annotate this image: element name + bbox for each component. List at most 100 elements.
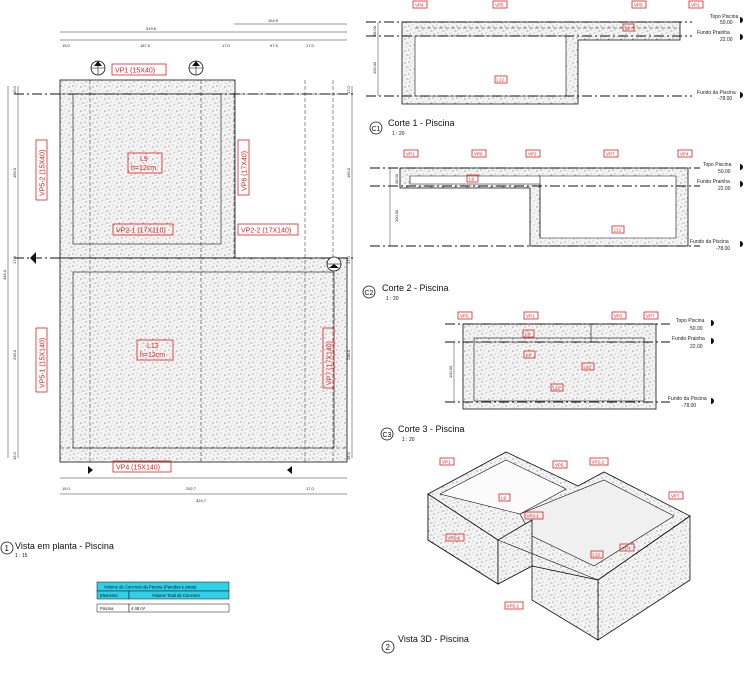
dim-top-e: 17.0	[306, 43, 315, 48]
v3d-marker: 2	[386, 643, 391, 652]
c1-label-l12: L12	[497, 78, 505, 83]
plan-view: 319.6 154.9 15.0 187.0 17.0 97.9 17.0	[0, 18, 356, 559]
dim-right-d: 238.0	[346, 349, 351, 360]
table-col1: Elemento	[100, 593, 118, 598]
label-l9: L9	[140, 156, 148, 163]
dim-top-d: 97.9	[270, 43, 279, 48]
c1-label-vp4: VP4	[415, 3, 424, 8]
label-l9-h: h=12cm	[131, 165, 156, 172]
c3-scale: 1 : 20	[402, 437, 415, 443]
c1-level-topo-v: 50.00	[720, 20, 733, 26]
c2-dim-b: 100.00	[394, 209, 399, 222]
v3d-label-vp2-1: VP2-1	[527, 514, 540, 519]
corte-1: 28.00 100.00 VP4 VP5 VP5 VP1 L9 L12 Topo…	[366, 0, 743, 137]
label-vp7: VP7 (17X140)	[327, 341, 334, 385]
label-vp4: VP4 (15X140)	[116, 465, 160, 472]
plan-title: Vista em planta - Piscina	[15, 541, 114, 551]
view-3d: VP1 VP6 VP2-2 VP7 VP5-2 VP5-1 L9 VP2-1 L…	[381, 451, 691, 654]
c3-label-l12b: L12	[553, 386, 561, 391]
dim-right-e: 15.0	[346, 451, 351, 460]
v3d-label-vp5-2: VP5-2	[448, 536, 461, 541]
plan-upper-slab	[59, 79, 236, 259]
c1-label-vp1: VP1	[691, 3, 700, 8]
c1-label-vp5: VP5	[495, 3, 504, 8]
table-row-value: 4.48 m³	[131, 606, 146, 611]
dim-bottom-c: 17.0	[306, 486, 315, 491]
c1-level-fundo: Fundo da Piscina	[697, 90, 736, 96]
c3-label-l9: L9	[525, 332, 531, 337]
c3-marker: C3	[383, 432, 392, 439]
v3d-label-vp6: VP6	[555, 463, 564, 468]
c1-dim-a: 28.00	[372, 25, 377, 36]
c1-level-prainha: Fundo Prainha	[697, 30, 730, 36]
c3-level-fundo-v: -78.00	[682, 403, 696, 409]
v3d-label-vp2-2: VP2-2	[592, 460, 605, 465]
c2-label-l9: L9	[469, 177, 475, 182]
label-vp2-1: VP2-1 (17X110)	[116, 228, 166, 235]
section-marker-top-right	[188, 60, 204, 76]
v3d-label-l12: L12	[593, 553, 601, 558]
concrete-table: Volume de Concreto da Piscina (Paredes e…	[96, 581, 230, 613]
c2-level-prainha: Fundo Prainha	[697, 179, 730, 185]
dim-left-d: 238.0	[12, 349, 17, 360]
c1-label-vp5b: VP5	[634, 3, 643, 8]
v3d-label-vp4: VP4	[622, 546, 631, 551]
c3-label-vp1: VP1	[526, 314, 535, 319]
c2-title: Corte 2 - Piscina	[382, 283, 449, 293]
label-vp6: VP6 (17X40)	[242, 151, 249, 191]
dim-right-a: 17.0	[346, 85, 351, 94]
corte-3: 100.00 VP5 VP1 VP2 VP7 L9 L9 L12 L12 Top…	[380, 311, 714, 443]
c2-label-vp2: VP2	[528, 152, 537, 157]
c1-marker: C1	[372, 126, 381, 133]
c3-dim-a: 100.00	[448, 365, 453, 378]
label-vp1: VP1 (15X40)	[115, 68, 155, 75]
c1-title: Corte 1 - Piscina	[388, 118, 455, 128]
dim-bottom-b: 292.7	[186, 486, 197, 491]
dim-left-total: 445.0	[2, 269, 7, 280]
c3-label-vp7: VP7	[646, 314, 655, 319]
dim-left-e: 15.0	[12, 451, 17, 460]
c2-level-topo-v: 50.00	[718, 169, 731, 175]
c3-level-topo-v: 50.00	[690, 326, 703, 332]
section-marker-top-left	[90, 60, 106, 76]
c1-level-topo: Topo Piscina	[710, 14, 739, 20]
c2-label-vp1: VP1	[406, 152, 415, 157]
c2-label-vp7: VP7	[606, 152, 615, 157]
v3d-label-vp1: VP1	[442, 460, 451, 465]
plan-scale: 1 : 15	[15, 553, 28, 559]
c2-dim-a: 28.00	[394, 173, 399, 184]
c3-level-prainha: Fundo Prainha	[672, 336, 705, 342]
c3-label-l9b: L9	[526, 353, 532, 358]
dim-left-c: 17.0	[12, 255, 17, 264]
v3d-label-vp5-1: VP5-1	[507, 604, 520, 609]
v3d-title: Vista 3D - Piscina	[398, 634, 469, 644]
c3-label-vp5: VP5	[460, 314, 469, 319]
dim-left-b: 160.0	[12, 167, 17, 178]
dim-top-right: 154.9	[268, 18, 279, 23]
c2-label-l12: L12	[614, 228, 622, 233]
c3-level-fundo: Fundo da Piscina	[668, 396, 707, 402]
c1-level-fundo-v: -78.00	[718, 96, 732, 102]
dim-top-b: 187.0	[140, 43, 151, 48]
c2-label-vp6: VP6	[474, 152, 483, 157]
c1-scale: 1 : 20	[392, 131, 405, 137]
c1-dim-b: 100.00	[372, 61, 377, 74]
c2-scale: 1 : 20	[386, 296, 399, 302]
c2-marker: C2	[365, 290, 374, 297]
c3-title: Corte 3 - Piscina	[398, 424, 465, 434]
dim-top-a: 15.0	[62, 43, 71, 48]
dim-right-b: 160.0	[346, 167, 351, 178]
c3-level-topo: Topo Piscina	[676, 318, 705, 324]
label-l12: L12	[147, 343, 159, 350]
plan-lower-slab	[59, 257, 348, 463]
table-title: Volume de Concreto da Piscina (Paredes e…	[104, 585, 197, 590]
dim-bottom-a: 15.0	[62, 486, 71, 491]
c2-level-fundo: Fundo da Piscina	[690, 239, 729, 245]
c3-label-l12: L12	[584, 365, 592, 370]
c2-label-vp4: VP4	[680, 152, 689, 157]
table-col2: Volume Total de Concreto	[152, 593, 201, 598]
dim-top-total: 319.6	[146, 26, 157, 31]
v3d-label-l9: L9	[501, 496, 507, 501]
table-row-name: Piscina	[100, 606, 114, 611]
